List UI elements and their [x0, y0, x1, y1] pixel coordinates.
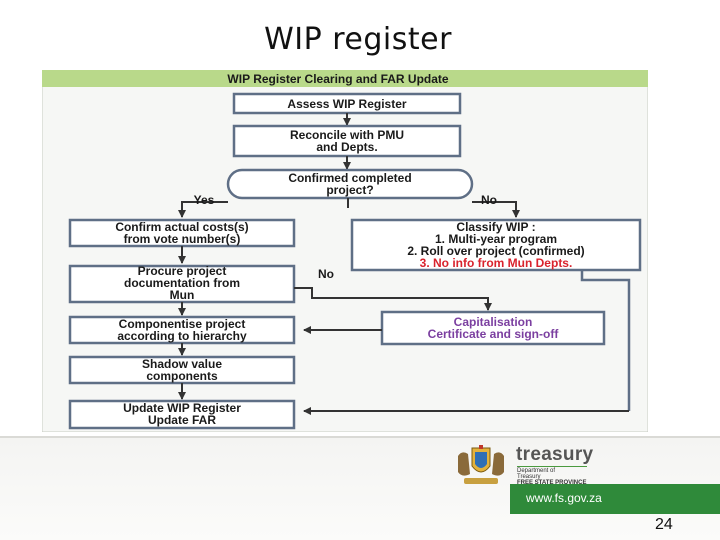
- procure-line-3: Mun: [170, 288, 195, 302]
- reconcile-line-2: and Depts.: [316, 140, 377, 154]
- page-number: 24: [655, 516, 673, 533]
- brand-name: treasury: [516, 444, 594, 465]
- capitalisation-box: [380, 310, 606, 346]
- capitalisation-line-2: Certificate and sign-off: [428, 327, 560, 341]
- dept-line-1: Department of: [517, 468, 556, 474]
- componentise-box: [68, 315, 296, 345]
- assess-label: Assess WIP Register: [287, 97, 406, 111]
- shadow-line-1: Shadow value: [142, 357, 222, 371]
- footer-divider: [0, 436, 720, 438]
- decision-line-1: Confirmed completed: [288, 171, 411, 185]
- shadow-value-box: [68, 355, 296, 385]
- website-banner: [510, 484, 720, 514]
- classify-item-3: 3. No info from Mun Depts.: [420, 256, 573, 270]
- componentise-line-1: Componentise project: [119, 317, 246, 331]
- classify-wip-box: [350, 218, 642, 272]
- update-line-1: Update WIP Register: [123, 401, 241, 415]
- slide-title: WIP register: [264, 22, 452, 57]
- capitalisation-line-1: Capitalisation: [454, 315, 533, 329]
- label-no-right: No: [481, 193, 497, 207]
- classify-title: Classify WIP :: [456, 220, 535, 234]
- update-line-2: Update FAR: [148, 413, 216, 427]
- classify-item-2: 2. Roll over project (confirmed): [407, 244, 584, 258]
- componentise-line-2: according to hierarchy: [117, 329, 247, 343]
- flowchart-header: WIP Register Clearing and FAR Update: [227, 72, 448, 86]
- update-box: [68, 399, 296, 430]
- shadow-line-2: components: [146, 369, 218, 383]
- reconcile-line-1: Reconcile with PMU: [290, 128, 404, 142]
- procure-line-2: documentation from: [124, 276, 240, 290]
- confirm-costs-box: [68, 218, 296, 248]
- wip-clearing-flowchart: .box { fill:#ffffff; stroke:#5f6f86; str…: [42, 70, 648, 432]
- decision-box: [226, 168, 474, 200]
- brand-underline: [517, 466, 587, 467]
- website-link[interactable]: www.fs.gov.za: [526, 491, 602, 505]
- flowchart-header-bar: [42, 70, 648, 87]
- dept-line-2: Treasury: [517, 474, 541, 480]
- dept-line-3: FREE STATE PROVINCE: [517, 480, 587, 486]
- label-yes: Yes: [194, 193, 215, 207]
- confirm-costs-line-1: Confirm actual costs(s): [115, 220, 248, 234]
- confirm-costs-line-2: from vote number(s): [124, 232, 241, 246]
- connector-classify-return: [580, 270, 631, 411]
- connector-no-mid: [294, 287, 492, 311]
- decision-line-2: project?: [326, 183, 373, 197]
- classify-item-1: 1. Multi-year program: [435, 232, 557, 246]
- label-no-mid: No: [318, 267, 334, 281]
- procure-line-1: Procure project: [138, 264, 227, 278]
- coat-of-arms-icon: [458, 445, 504, 484]
- connector-no-right: [472, 201, 520, 218]
